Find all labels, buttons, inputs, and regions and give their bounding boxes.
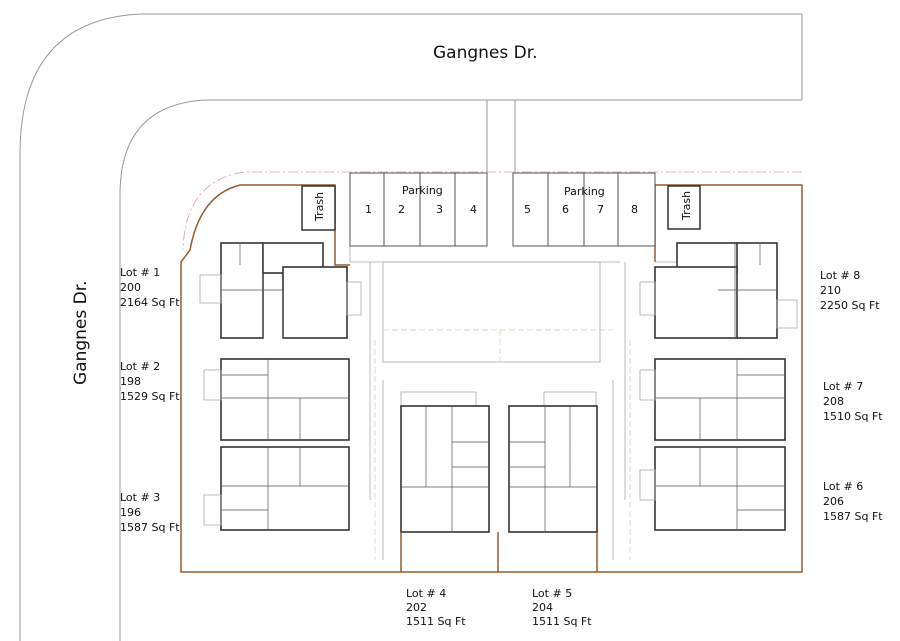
lot-name: Lot # 3	[120, 491, 160, 504]
parking-space: 4	[470, 203, 477, 216]
trash-label-left: Trash	[313, 192, 326, 222]
lot-name: Lot # 8	[820, 269, 860, 282]
lot-divider	[400, 532, 598, 572]
lot-label-5: Lot # 5 204 1511 Sq Ft	[532, 587, 592, 628]
parking-label-left: Parking	[402, 184, 443, 197]
house-lot-8	[639, 242, 798, 339]
lot-name: Lot # 4	[406, 587, 446, 600]
house-lot-4	[400, 391, 490, 533]
house-lot-5	[508, 391, 598, 533]
lot-area: 2164 Sq Ft	[120, 296, 180, 309]
lot-label-8: Lot # 8 210 2250 Sq Ft	[820, 269, 880, 312]
lot-name: Lot # 7	[823, 380, 863, 393]
parking-label-right: Parking	[564, 185, 605, 198]
parking-space: 2	[398, 203, 405, 216]
street-label-top: Gangnes Dr.	[433, 43, 538, 63]
parking-space: 7	[597, 203, 604, 216]
street-label-left: Gangnes Dr.	[71, 280, 91, 385]
lot-label-1: Lot # 1 200 2164 Sq Ft	[120, 266, 180, 309]
lot-area: 1510 Sq Ft	[823, 410, 883, 423]
parking-space: 6	[562, 203, 569, 216]
lot-number: 202	[406, 601, 427, 614]
house-lot-1	[199, 242, 362, 339]
lot-label-7: Lot # 7 208 1510 Sq Ft	[823, 380, 883, 423]
lot-number: 200	[120, 281, 141, 294]
lot-area: 2250 Sq Ft	[820, 299, 880, 312]
lot-name: Lot # 2	[120, 360, 160, 373]
lot-name: Lot # 6	[823, 480, 863, 493]
parking-space: 3	[436, 203, 443, 216]
house-lot-3	[203, 446, 350, 531]
lot-area: 1511 Sq Ft	[406, 615, 466, 628]
lot-number: 210	[820, 284, 841, 297]
lot-area: 1529 Sq Ft	[120, 390, 180, 403]
house-lot-6	[639, 446, 786, 531]
lot-label-4: Lot # 4 202 1511 Sq Ft	[406, 587, 466, 628]
trash-enclosure-right: Trash	[667, 185, 701, 230]
parking-lot-left: Parking	[349, 172, 488, 247]
lot-area: 1587 Sq Ft	[823, 510, 883, 523]
parking-space: 8	[631, 203, 638, 216]
parking-space: 1	[365, 203, 372, 216]
lot-label-2: Lot # 2 198 1529 Sq Ft	[120, 360, 180, 403]
trash-enclosure-left: Trash	[301, 185, 336, 231]
lot-number: 198	[120, 375, 141, 388]
house-lot-2	[203, 358, 350, 441]
lot-number: 204	[532, 601, 553, 614]
lot-name: Lot # 5	[532, 587, 572, 600]
house-lot-7	[639, 358, 786, 441]
parking-space: 5	[524, 203, 531, 216]
setback-line	[182, 171, 802, 251]
lot-area: 1587 Sq Ft	[120, 521, 180, 534]
lot-number: 208	[823, 395, 844, 408]
lot-label-3: Lot # 3 196 1587 Sq Ft	[120, 491, 180, 534]
lot-number: 196	[120, 506, 141, 519]
parking-space-numbers: 1 2 3 4 5 6 7 8	[365, 203, 638, 216]
lot-label-6: Lot # 6 206 1587 Sq Ft	[823, 480, 883, 523]
lot-number: 206	[823, 495, 844, 508]
road-edges	[19, 13, 803, 641]
parking-lot-right: Parking	[512, 172, 656, 247]
lot-name: Lot # 1	[120, 266, 160, 279]
trash-label-right: Trash	[680, 191, 693, 221]
lot-area: 1511 Sq Ft	[532, 615, 592, 628]
